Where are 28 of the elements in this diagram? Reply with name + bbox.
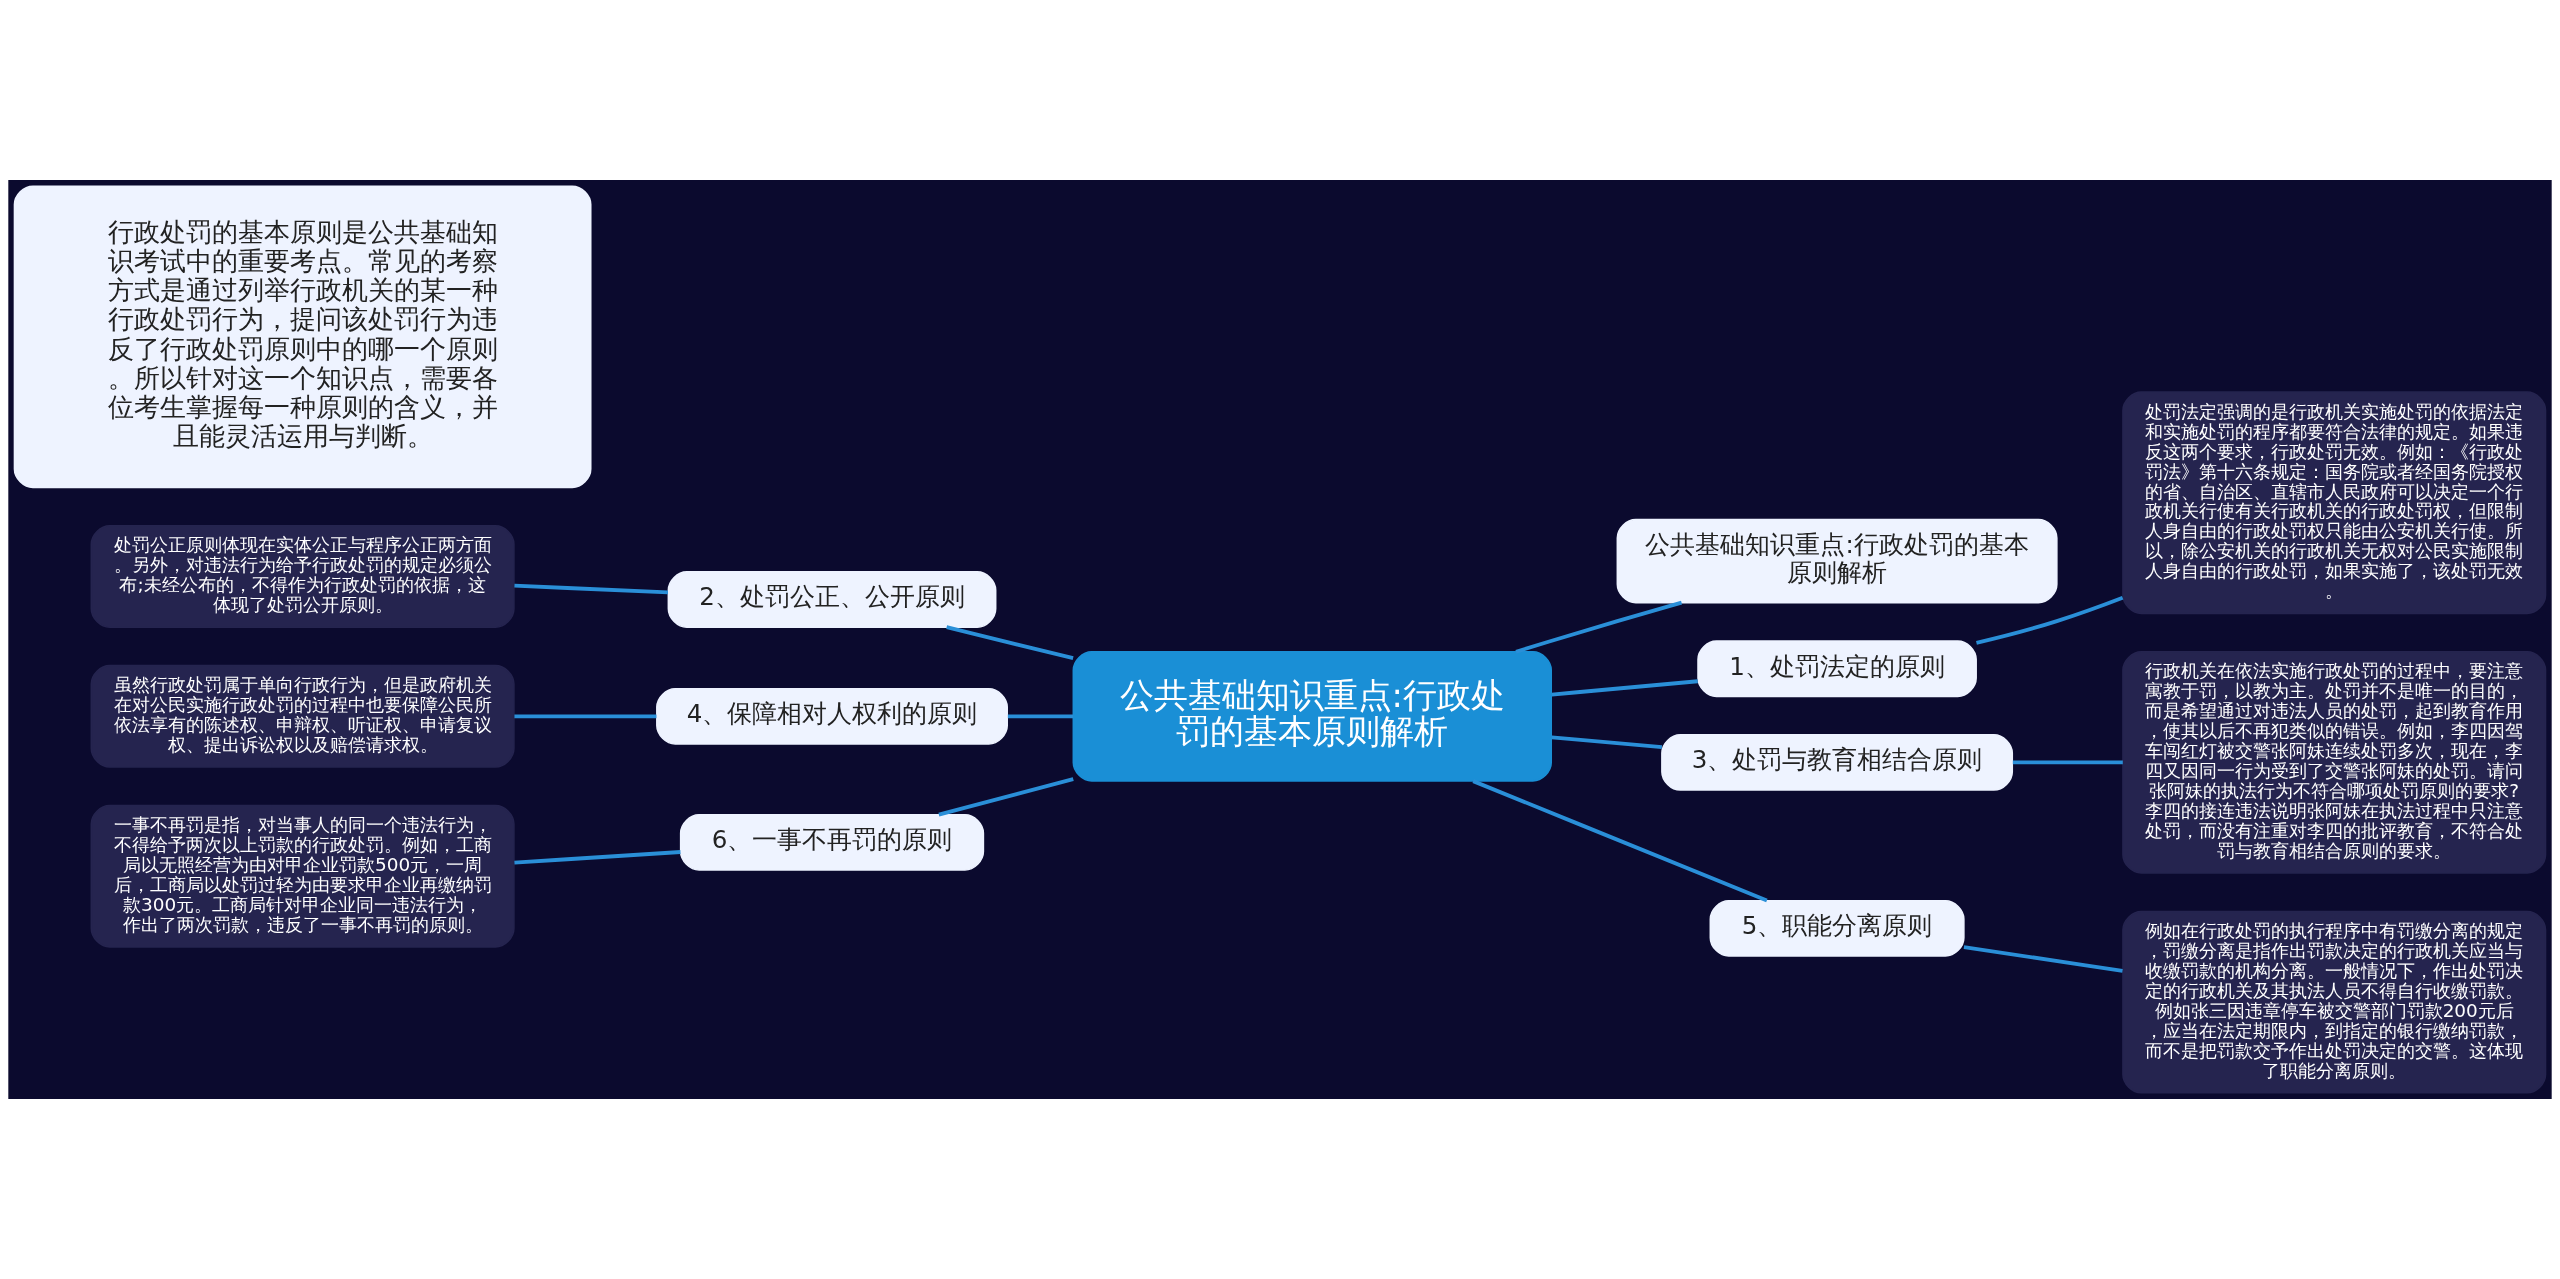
node-box: 2、处罚公正、公开原则 [667,571,997,628]
node-box: 4、保障相对人权利的原则 [656,687,1008,745]
connector [946,625,1074,661]
connector [514,850,681,865]
node-box: 处罚法定强调的是行政机关实施处罚的依据法定和实施处罚的程序都要符合法律的规定。如果违反这两个要求，行政处罚无效。例如：《行政处罚法》第十六条规定：国务院或者经国务院授权的省、自治区、直辖市人民政府可以决定一个行政机关行使有关行政机关的行政处罚权，但限制人身自由的行政处罚权只能由公安机关行使。所以，除公安机关的行政机关无权对公民实施限制人身自由的行政处罚，如果实施了，该处罚无效。 [2122,391,2547,615]
node-box: 例如在行政处罚的执行程序中有罚缴分离的规定，罚缴分离是指作出罚款决定的行政机关应当与收缴罚款的机构分离。一般情况下，作出处罚决定的行政机关及其执法人员不得自行收缴罚款。例如张三因违章停车被交警部门罚款200元后，应当在法定期限内，到指定的银行缴纳罚款，而不是把罚款交予作出处罚决定的交警。这体现了职能分离原则。 [2122,910,2547,1094]
connector [1007,714,1074,719]
connector [1551,735,1663,749]
node-box: 1、处罚法定的原则 [1697,640,1977,698]
node-box: 6、一事不再罚的原则 [679,813,985,871]
node-box: 公共基础知识重点:行政处罚的基本原则解析 [1616,518,2058,604]
node-box: 3、处罚与教育相结合原则 [1661,734,2014,791]
connector [1551,679,1698,697]
connector [1472,779,1768,903]
connector [1976,595,2124,645]
node-box: 公共基础知识重点:行政处罚的基本原则解析 [1072,651,1552,782]
connector [938,777,1074,817]
node-box: 行政机关在依法实施行政处罚的过程中，要注意寓教于罚，以教为主。处罚并不是唯一的目的，而是希望通过对违法人员的处罚，起到教育作用，使其以后不再犯类似的错误。例如，李四因驾车闯红灯被交警张阿妹连续处罚多次，现在，李四又因同一行为受到了交警张阿妹的处罚。请问张阿妹的执法行为不符合哪项处罚原则的要求?李四的接连违法说明张阿妹在执法过程中只注意处罚，而没有注重对李四的批评教育，不符合处罚与教育相结合原则的要求。 [2122,651,2547,874]
connector [514,583,669,595]
connector [514,714,657,719]
node-box: 处罚公正原则体现在实体公正与程序公正两方面。另外，对违法行为给予行政处罚的规定必须公布;未经公布的，不得作为行政处罚的依据，这体现了处罚公开原则。 [90,525,515,628]
connector [2012,760,2123,765]
node-box: 虽然行政处罚属于单向行政行为，但是政府机关在对公民实施行政处罚的过程中也要保障公民所依法享有的陈述权、申辩权、听证权、申请复议权、提出诉讼权以及赔偿请求权。 [90,664,515,768]
connector [1515,600,1683,654]
connector [1963,945,2123,973]
node-box: 行政处罚的基本原则是公共基础知识考试中的重要考点。常见的考察方式是通过列举行政机关的某一种行政处罚行为，提问该处罚行为违反了行政处罚原则中的哪一个原则。所以针对这一个知识点，需要各位考生掌握每一种原则的含义，并且能灵活运用与判断。 [13,185,592,489]
node-box: 一事不再罚是指，对当事人的同一个违法行为，不得给予两次以上罚款的行政处罚。例如，工商局以无照经营为由对甲企业罚款500元，一周后，工商局以处罚过轻为由要求甲企业再缴纳罚款300元。工商局针对甲企业同一违法行为，作出了两次罚款，违反了一事不再罚的原则。 [90,804,515,948]
node-box: 5、职能分离原则 [1709,900,1965,957]
